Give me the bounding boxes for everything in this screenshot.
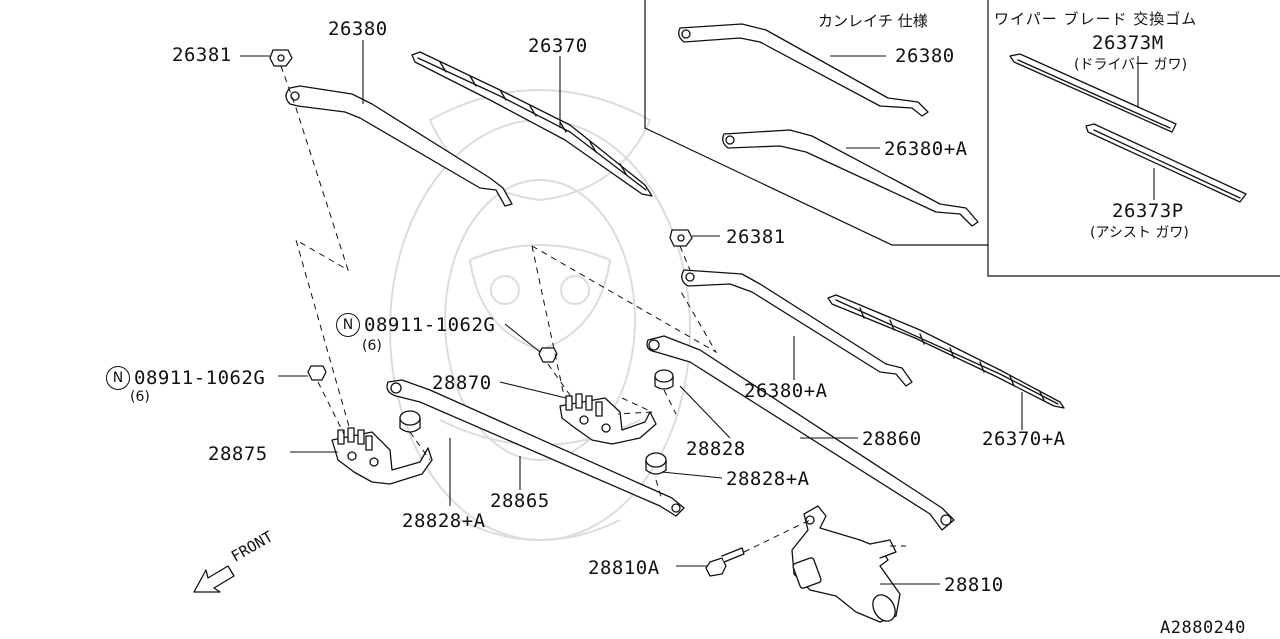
label-nut-qty-left: (6) [130,389,150,405]
label-28865: 28865 [490,490,550,512]
circled-n-icon: N [336,313,360,337]
nut-26381-top [270,50,292,66]
label-26370: 26370 [528,35,588,57]
link-rod-28860 [647,336,954,530]
nut-08911-mid [539,348,557,362]
inset-cold-title: カンレイチ 仕様 [818,12,928,30]
inset-arm-26380 [679,24,928,116]
link-rod-28865 [387,380,684,516]
label-26380a: 26380+A [744,380,828,402]
refill-26373p [1086,124,1246,202]
label-26373p: 26373P [1112,200,1184,222]
label-26380a-inset: 26380+A [884,138,968,160]
bolt-28810a [706,548,744,576]
label-nut-qty-mid: (6) [362,338,382,354]
nut-26381-mid [670,230,692,246]
inset-blade-title: ワイパー ブレード 交換ゴム [994,10,1198,28]
wiper-arm-26380a [682,270,912,386]
diagram-id: A2880240 [1160,618,1246,638]
label-26373m: 26373M [1092,32,1164,54]
label-26380-inset: 26380 [895,45,955,67]
label-26380-top: 26380 [328,18,388,40]
nut-08911-left [308,366,326,380]
label-nut-code-mid: 08911-1062G [364,314,496,336]
label-26370a: 26370+A [982,428,1066,450]
assembly-dashed-lines [281,66,906,552]
wiper-blade-26370 [412,52,652,196]
pivot-28875 [332,428,432,484]
motor-28810 [792,506,900,625]
label-26373p-desc: (アシスト ガワ) [1090,225,1189,241]
refill-26373m [1010,54,1176,132]
label-28828a-mid: 28828+A [726,468,810,490]
wiper-arm-26380-top [286,86,512,206]
front-arrow-icon [194,566,234,592]
label-26373m-desc: (ドライバー ガワ) [1074,57,1188,73]
inset-frames [645,0,1280,276]
leader-lines [240,40,1154,584]
label-26381-top: 26381 [172,44,232,66]
label-26381-mid: 26381 [726,226,786,248]
bushing-28828a-mid [646,453,666,474]
label-28810: 28810 [944,574,1004,596]
inset-arm-26380a [723,130,978,226]
bushing-28828 [655,370,673,389]
label-28870: 28870 [432,372,492,394]
circled-n-icon: N [106,366,130,390]
label-28860: 28860 [862,428,922,450]
label-nut-code-left: 08911-1062G [134,367,266,389]
label-28828: 28828 [686,438,746,460]
label-28810a: 28810A [588,557,660,579]
wiper-blade-26370a [828,295,1064,408]
label-28828a-left: 28828+A [402,510,486,532]
bushing-28828a-left [400,411,420,432]
pivot-28870 [560,394,656,444]
label-28875: 28875 [208,443,268,465]
